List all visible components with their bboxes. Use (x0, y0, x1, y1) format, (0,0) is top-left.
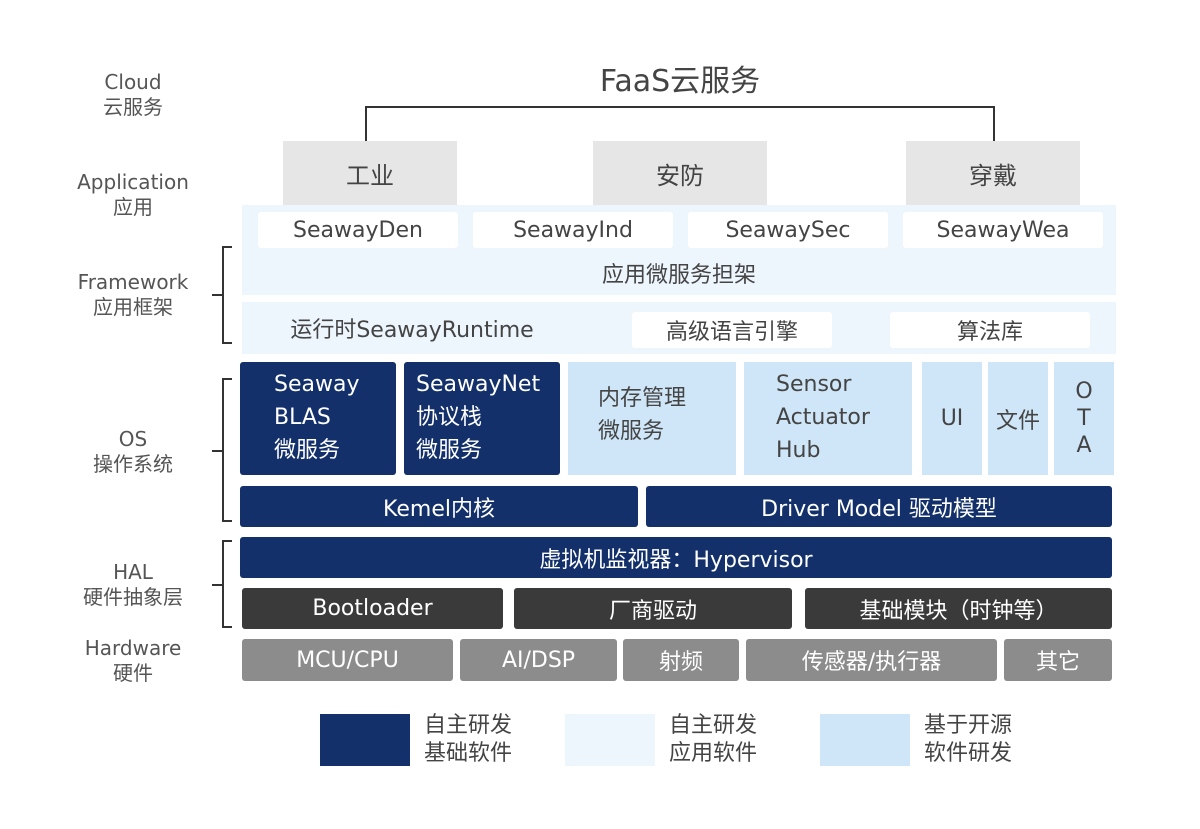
hardware-other: 其它 (1004, 639, 1112, 681)
file-module: 文件 (988, 362, 1048, 475)
hardware-mcu-cpu: MCU/CPU (242, 639, 453, 681)
layer-label-cloud: Cloud 云服务 (103, 70, 163, 119)
seawaynet-protocol-stack: SeawayNet 协议栈 微服务 (404, 362, 560, 475)
layer-label-hardware: Hardware 硬件 (84, 636, 182, 685)
layer-label-hal: HAL 硬件抽象层 (83, 560, 183, 609)
layer-label-framework: Framework 应用框架 (77, 270, 189, 319)
seaway-app-wea: SeawayWea (903, 212, 1103, 248)
legend-label-app-software: 自主研发 应用软件 (669, 713, 758, 766)
sensor-actuator-hub: Sensor Actuator Hub (744, 362, 912, 475)
faas-connector (365, 106, 995, 142)
runtime-label: 运行时SeawayRuntime (290, 318, 534, 343)
microservice-frame-label: 应用微服务担架 (601, 263, 756, 288)
vendor-driver: 厂商驱动 (514, 588, 792, 629)
hardware-ai-dsp: AI/DSP (460, 639, 617, 681)
hardware-rf: 射频 (623, 639, 739, 681)
seaway-app-sec: SeawaySec (688, 212, 888, 248)
memory-management-microservice: 内存管理 微服务 (568, 362, 736, 475)
framework-bracket (212, 246, 232, 344)
driver-model: Driver Model 驱动模型 (646, 486, 1112, 527)
os-bracket (212, 378, 232, 522)
algorithm-library: 算法库 (890, 312, 1090, 348)
legend-swatch-open-source (820, 714, 910, 766)
ota-module: O T A (1054, 362, 1114, 475)
app-tab-security: 安防 (593, 141, 767, 205)
seaway-blas-microservice: Seaway BLAS 微服务 (240, 362, 396, 475)
seaway-app-ind: SeawayInd (473, 212, 673, 248)
layer-label-os: OS 操作系统 (93, 427, 173, 476)
legend-swatch-app-software (565, 714, 655, 766)
legend-swatch-base-software (320, 714, 410, 766)
legend-label-base-software: 自主研发 基础软件 (424, 713, 513, 766)
app-tab-wearable: 穿戴 (906, 141, 1080, 205)
kernel: Kemel内核 (240, 486, 638, 527)
language-engine: 高级语言引擎 (632, 312, 832, 348)
hypervisor: 虚拟机监视器：Hypervisor (240, 537, 1112, 578)
bootloader: Bootloader (242, 588, 503, 629)
ui-module: UI (922, 362, 982, 475)
seaway-app-den: SeawayDen (258, 212, 458, 248)
hal-bracket (212, 540, 232, 628)
layer-label-application: Application 应用 (77, 170, 189, 219)
faas-title: FaaS云服务 (599, 64, 761, 99)
basic-modules: 基础模块（时钟等） (805, 588, 1112, 629)
legend-label-open-source: 基于开源 软件研发 (924, 713, 1013, 766)
app-tab-industry: 工业 (283, 141, 457, 205)
hardware-sensor-actuator: 传感器/执行器 (746, 639, 997, 681)
